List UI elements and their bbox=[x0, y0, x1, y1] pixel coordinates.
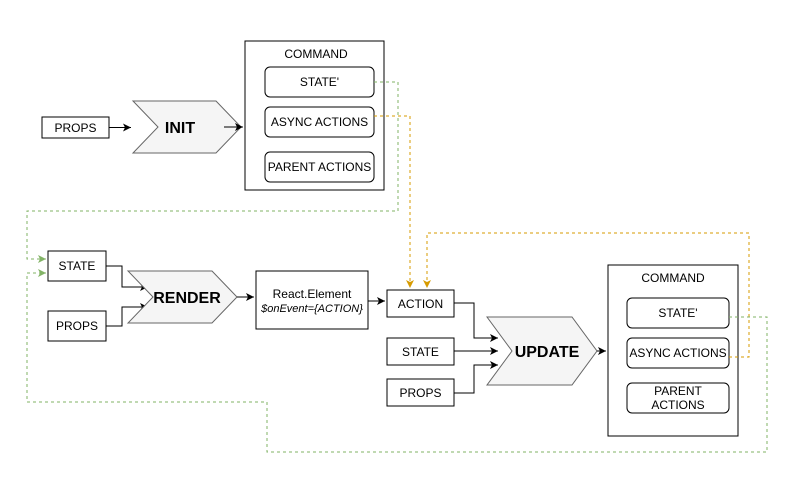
edge-props-to-update bbox=[454, 361, 498, 394]
render-stage-label: RENDER bbox=[153, 290, 221, 307]
svg-text:ACTIONS: ACTIONS bbox=[651, 398, 704, 412]
update-state-node: STATE bbox=[386, 337, 455, 366]
edge-action-to-update bbox=[454, 302, 498, 342]
init-props-node: PROPS bbox=[41, 116, 110, 139]
update-command-parent: PARENT ACTIONS bbox=[626, 382, 730, 414]
edge-update-async-feedback bbox=[423, 232, 750, 358]
svg-text:ASYNC ACTIONS: ASYNC ACTIONS bbox=[629, 346, 726, 360]
edge-init-async-feedback bbox=[374, 115, 414, 288]
init-command-title: COMMAND bbox=[284, 47, 348, 61]
svg-text:ASYNC ACTIONS: ASYNC ACTIONS bbox=[271, 115, 368, 129]
init-command-parent: PARENT ACTIONS bbox=[264, 151, 375, 183]
edge-state-to-render bbox=[106, 265, 148, 291]
render-stage: RENDER bbox=[126, 270, 238, 324]
svg-text:PARENT: PARENT bbox=[654, 384, 702, 398]
update-state-label: STATE bbox=[402, 345, 439, 359]
render-state-label: STATE bbox=[59, 259, 96, 273]
update-props-node: PROPS bbox=[386, 378, 455, 407]
init-stage-label: INIT bbox=[165, 120, 195, 137]
update-command-panel: COMMAND STATE' ASYNC ACTIONS PARENT ACTI… bbox=[607, 264, 739, 437]
update-stage: UPDATE bbox=[486, 316, 598, 386]
update-action-label: ACTION bbox=[398, 297, 443, 311]
on-event-label: $onEvent={ACTION} bbox=[260, 303, 363, 315]
render-state-node: STATE bbox=[47, 250, 107, 282]
edge-init-state-feedback bbox=[26, 81, 399, 263]
init-stage: INIT bbox=[131, 100, 242, 154]
init-command-async: ASYNC ACTIONS bbox=[264, 106, 375, 138]
react-element-label: React.Element bbox=[273, 287, 352, 301]
update-command-title: COMMAND bbox=[641, 271, 705, 285]
render-props-node: PROPS bbox=[47, 310, 107, 342]
init-props-label: PROPS bbox=[54, 121, 96, 135]
update-command-async: ASYNC ACTIONS bbox=[626, 337, 730, 369]
edge-update-state-feedback bbox=[26, 269, 768, 453]
update-props-label: PROPS bbox=[399, 386, 441, 400]
react-element-node: React.Element $onEvent={ACTION} bbox=[255, 270, 369, 330]
update-command-state: STATE' bbox=[626, 297, 730, 329]
svg-text:STATE': STATE' bbox=[658, 306, 697, 320]
svg-text:STATE': STATE' bbox=[300, 75, 339, 89]
init-command-state: STATE' bbox=[264, 66, 375, 98]
update-stage-label: UPDATE bbox=[515, 344, 580, 361]
render-props-label: PROPS bbox=[56, 319, 98, 333]
update-action-node: ACTION bbox=[386, 289, 455, 318]
init-command-panel: COMMAND STATE' ASYNC ACTIONS PARENT ACTI… bbox=[244, 40, 385, 191]
edge-props-to-render bbox=[106, 303, 148, 327]
svg-text:PARENT ACTIONS: PARENT ACTIONS bbox=[268, 160, 372, 174]
